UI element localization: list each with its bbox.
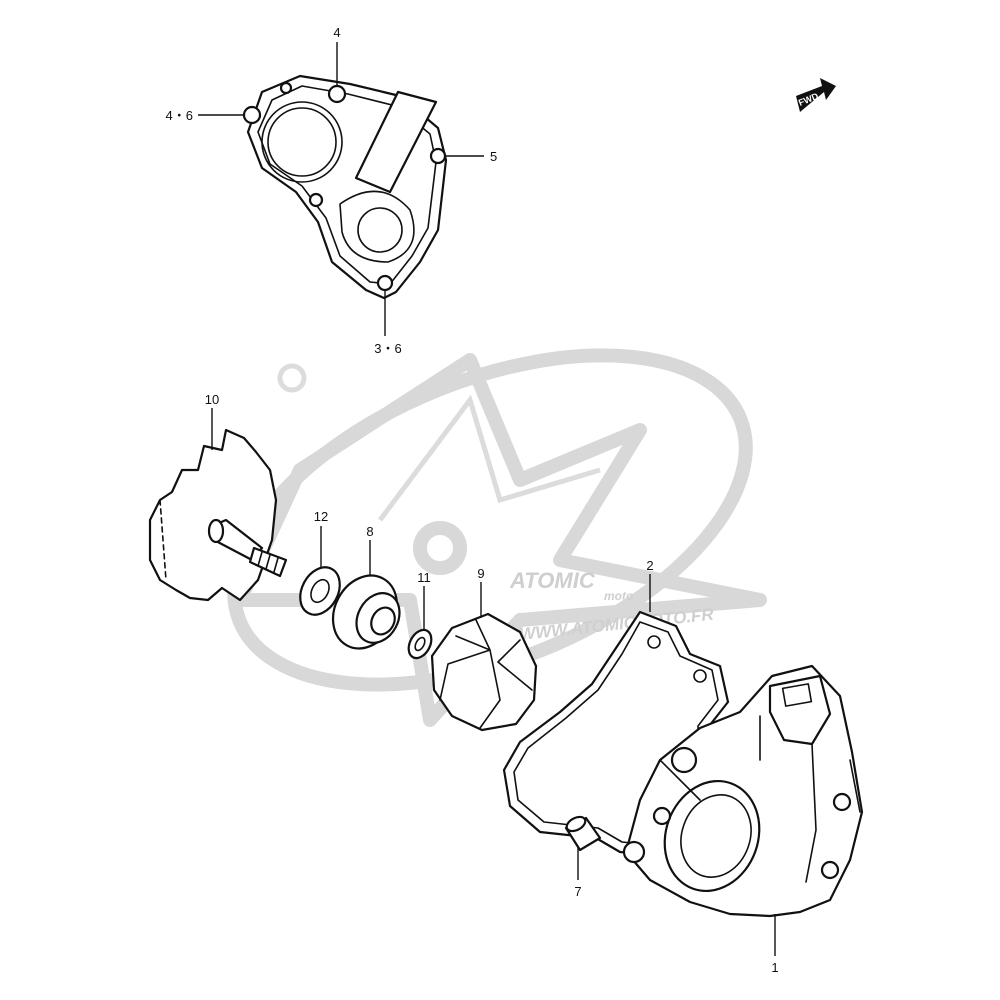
callout-7: 7: [574, 884, 581, 899]
watermark-brand: ATOMIC: [509, 568, 596, 593]
callout-2: 2: [646, 558, 653, 573]
callout-1: 1: [771, 960, 778, 975]
callout-8: 8: [366, 524, 373, 539]
fwd-arrow-icon: FWD: [796, 78, 836, 112]
watermark-sub: moto: [604, 589, 633, 603]
callout-4-6: 4・6: [166, 108, 193, 123]
callout-12: 12: [314, 509, 328, 524]
fwd-label: FWD: [797, 91, 820, 108]
callout-3-6: 3・6: [374, 341, 401, 356]
pump-body: [622, 664, 864, 918]
circlip: [407, 628, 433, 660]
callout-4: 4: [333, 25, 340, 40]
pump-cover: [242, 74, 448, 300]
callout-11: 11: [417, 570, 431, 585]
dowel-pin: [564, 815, 602, 852]
leader-lines: [198, 42, 776, 956]
callout-5: 5: [490, 149, 497, 164]
callout-labels: 4 4・6 5 3・6 10 12 8 11 9 2 7 1: [166, 25, 779, 975]
callout-10: 10: [205, 392, 219, 407]
washer: [299, 566, 341, 616]
mechanical-seal: [331, 574, 401, 650]
drive-gear-shaft: [148, 428, 288, 602]
callout-9: 9: [477, 566, 484, 581]
impeller: [430, 612, 538, 732]
